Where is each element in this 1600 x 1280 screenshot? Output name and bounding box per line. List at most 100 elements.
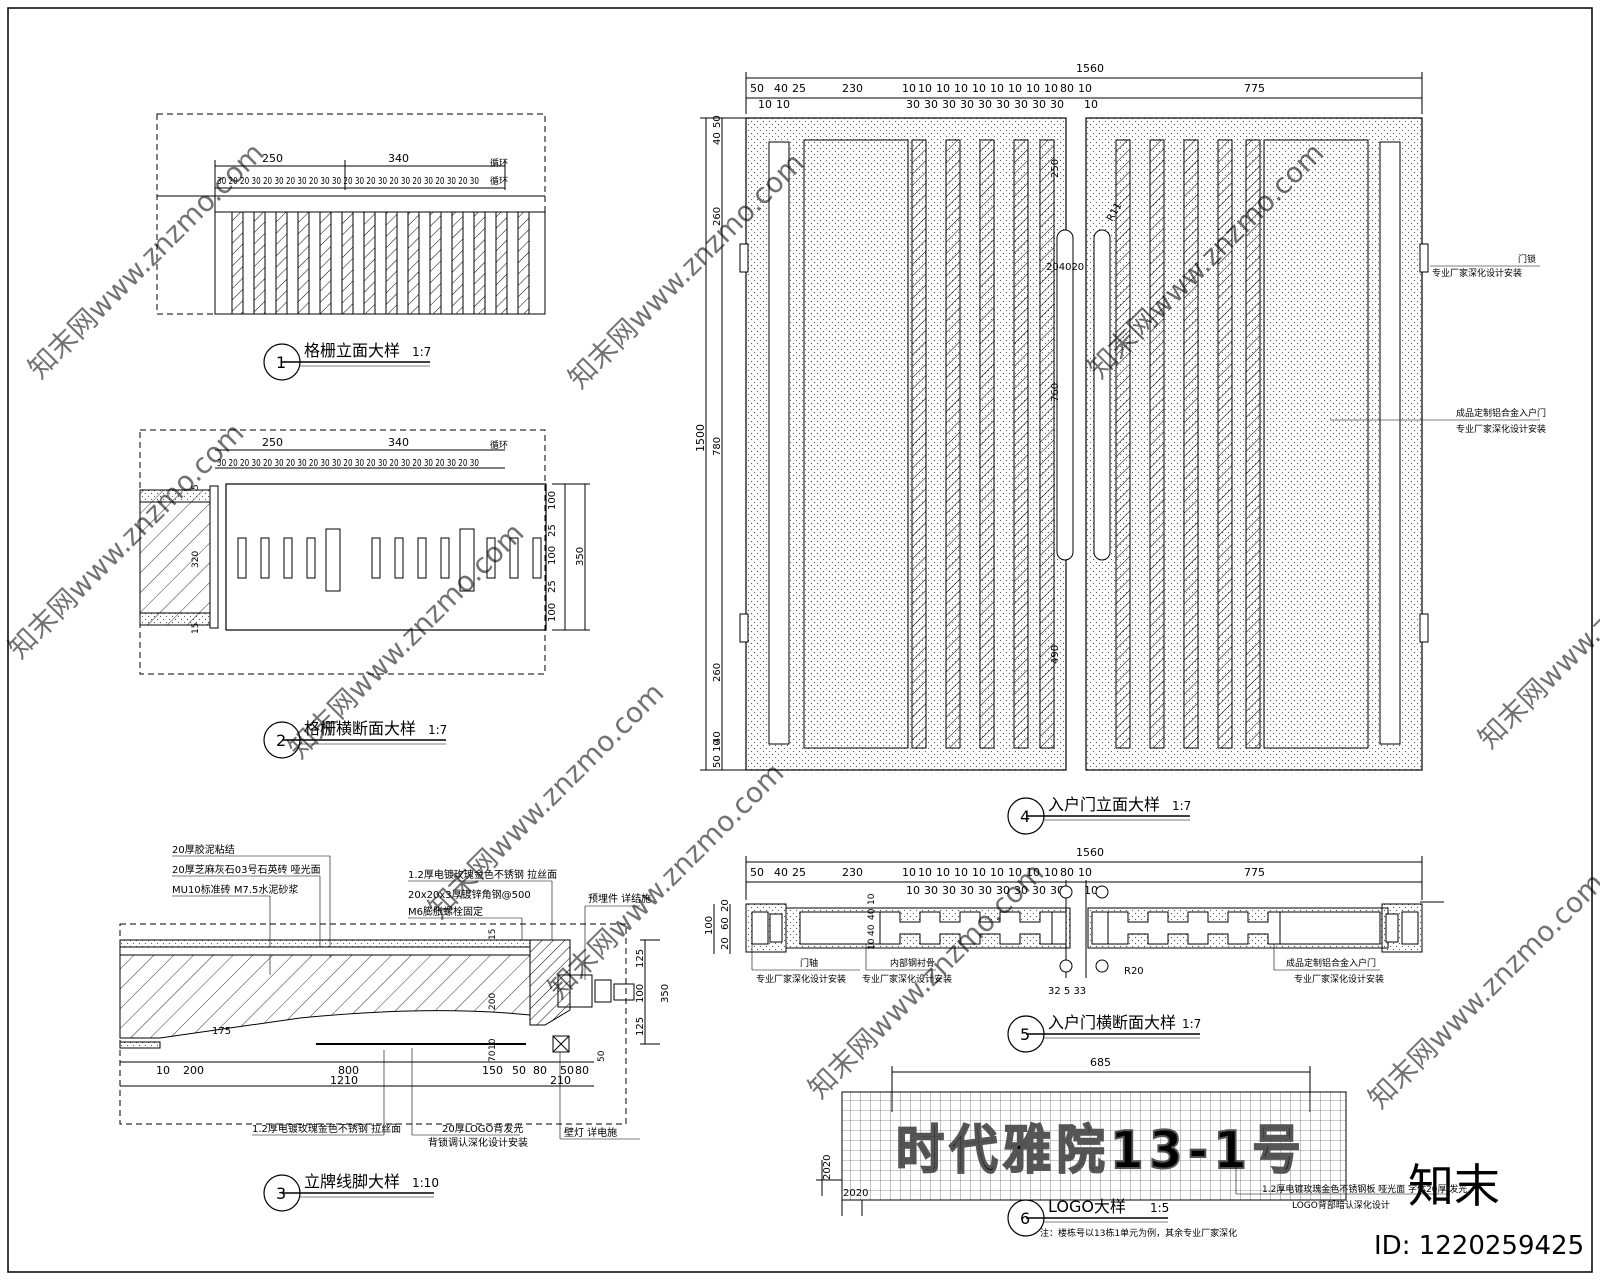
svg-text:10: 10 [906, 884, 920, 897]
grille-bar [297, 211, 310, 315]
svg-text:350: 350 [575, 547, 586, 566]
detail-5-label: 5 入户门横断面大样 1:7 [1007, 1013, 1201, 1053]
svg-text:1560: 1560 [1076, 846, 1104, 859]
svg-text:1:7: 1:7 [428, 723, 447, 737]
detail-3-label: 3 立牌线脚大样 1:10 [263, 1172, 439, 1212]
svg-text:循环: 循环 [490, 157, 508, 169]
grille-bar [495, 211, 508, 315]
door-bar-right [1245, 139, 1261, 749]
grille-bar [429, 211, 442, 315]
svg-text:专业厂家深化设计安装: 专业厂家深化设计安装 [1432, 267, 1522, 279]
svg-text:1500: 1500 [694, 424, 707, 452]
door-bar-right [1149, 139, 1165, 749]
door-bar-left [945, 139, 961, 749]
svg-text:20x20x3厚镀锌角钢@500: 20x20x3厚镀锌角钢@500 [408, 888, 531, 901]
svg-text:M6膨胀螺栓固定: M6膨胀螺栓固定 [408, 905, 483, 918]
svg-text:30: 30 [960, 98, 974, 111]
svg-text:入户门立面大样: 入户门立面大样 [1048, 795, 1160, 814]
svg-text:10: 10 [1008, 866, 1022, 879]
door-bar-right [1183, 139, 1199, 749]
svg-text:5: 5 [1020, 1025, 1030, 1044]
svg-text:30: 30 [1050, 98, 1064, 111]
svg-text:200: 200 [183, 1064, 204, 1077]
svg-text:30: 30 [942, 98, 956, 111]
svg-text:格栅横断面大样: 格栅横断面大样 [304, 719, 416, 738]
svg-text:60: 60 [720, 917, 731, 930]
svg-text:80: 80 [575, 1064, 589, 1077]
detail-4-label: 4 入户门立面大样 1:7 [1007, 795, 1191, 835]
svg-text:40: 40 [774, 866, 788, 879]
sheet-border [7, 7, 1593, 1273]
svg-text:775: 775 [1244, 82, 1265, 95]
svg-text:10: 10 [712, 739, 723, 752]
svg-text:循环: 循环 [490, 439, 508, 451]
detail-5-door-section: 1560 50 40 25 230 10 10 10 10 10 10 10 1… [704, 846, 1444, 1053]
svg-text:40: 40 [867, 924, 877, 936]
grille-slot [371, 537, 381, 579]
door-bar-right [1115, 139, 1131, 749]
svg-text:10: 10 [990, 82, 1004, 95]
door-bar-left [911, 139, 927, 749]
svg-text:50: 50 [750, 82, 764, 95]
svg-text:10: 10 [1044, 866, 1058, 879]
grille-slot [260, 537, 270, 579]
svg-text:100: 100 [704, 916, 715, 935]
svg-text:1.2厚电镀玫瑰金色不锈钢 拉丝面: 1.2厚电镀玫瑰金色不锈钢 拉丝面 [408, 868, 557, 881]
svg-text:1560: 1560 [1076, 62, 1104, 75]
detail-2-label: 2 格栅横断面大样 1:7 [263, 719, 447, 759]
svg-text:专业厂家深化设计安装: 专业厂家深化设计安装 [1294, 973, 1384, 985]
image-id: ID: 1220259425 [1374, 1231, 1584, 1261]
svg-text:20: 20 [720, 937, 731, 950]
svg-text:背锁调认深化设计安装: 背锁调认深化设计安装 [428, 1136, 528, 1149]
svg-text:内部钢衬骨: 内部钢衬骨 [890, 957, 935, 969]
svg-text:30: 30 [924, 884, 938, 897]
svg-text:125: 125 [635, 1017, 646, 1036]
svg-text:80: 80 [533, 1064, 547, 1077]
grille-slot [306, 537, 316, 579]
detail-1-label: 1 格栅立面大样 1:7 [263, 341, 431, 381]
svg-text:预埋件 详结施: 预埋件 详结施 [588, 892, 651, 905]
grille-slot [459, 528, 475, 592]
svg-text:30: 30 [1014, 98, 1028, 111]
svg-text:10: 10 [1008, 82, 1022, 95]
svg-text:1:10: 1:10 [412, 1176, 439, 1190]
svg-text:50: 50 [750, 866, 764, 879]
detail-6-label: 6 LOGO大样 1:5 [1007, 1197, 1169, 1237]
svg-text:30: 30 [942, 884, 956, 897]
svg-text:MU10标准砖 M7.5水泥砂浆: MU10标准砖 M7.5水泥砂浆 [172, 883, 298, 896]
svg-text:32 5 33: 32 5 33 [1048, 986, 1086, 997]
svg-text:760: 760 [1050, 383, 1061, 402]
svg-text:200: 200 [488, 993, 498, 1010]
svg-text:40: 40 [712, 731, 723, 744]
detail-4-door-elevation: 1560 50 40 25 230 10 10 10 10 10 10 10 1… [694, 62, 1546, 835]
door-bar-left [1013, 139, 1029, 749]
svg-text:40: 40 [867, 908, 877, 920]
svg-text:30: 30 [996, 884, 1010, 897]
svg-text:LOGO大样: LOGO大样 [1048, 1197, 1126, 1216]
svg-text:知末网www.znzmo.com: 知末网www.znzmo.com [542, 756, 791, 1005]
svg-text:2020: 2020 [822, 1155, 833, 1180]
svg-text:210: 210 [550, 1074, 571, 1087]
svg-text:175: 175 [212, 1026, 231, 1037]
svg-text:5: 5 [191, 484, 201, 490]
grille-slot [486, 537, 496, 579]
svg-text:260: 260 [712, 207, 723, 226]
svg-text:25: 25 [547, 580, 558, 593]
svg-text:1:7: 1:7 [412, 345, 431, 359]
svg-text:30: 30 [996, 98, 1010, 111]
svg-text:340: 340 [388, 436, 409, 449]
grille-bar [407, 211, 420, 315]
svg-text:10: 10 [1044, 82, 1058, 95]
svg-text:10: 10 [902, 866, 916, 879]
svg-text:1:5: 1:5 [1150, 1201, 1169, 1215]
svg-text:50: 50 [560, 1064, 574, 1077]
detail-6-logo: 685 时代雅院13-1号 2020 2020 1.2厚电镀玫瑰金色不锈钢板 哑… [816, 1056, 1467, 1239]
svg-text:门轴: 门轴 [800, 957, 818, 969]
svg-text:320: 320 [191, 551, 201, 568]
svg-text:100: 100 [547, 546, 558, 565]
grille-bar [341, 211, 354, 315]
svg-text:10: 10 [758, 98, 772, 111]
svg-text:15: 15 [488, 929, 498, 940]
svg-text:专业厂家深化设计安装: 专业厂家深化设计安装 [1456, 423, 1546, 435]
logo-text: 时代雅院13-1号 [896, 1121, 1306, 1181]
